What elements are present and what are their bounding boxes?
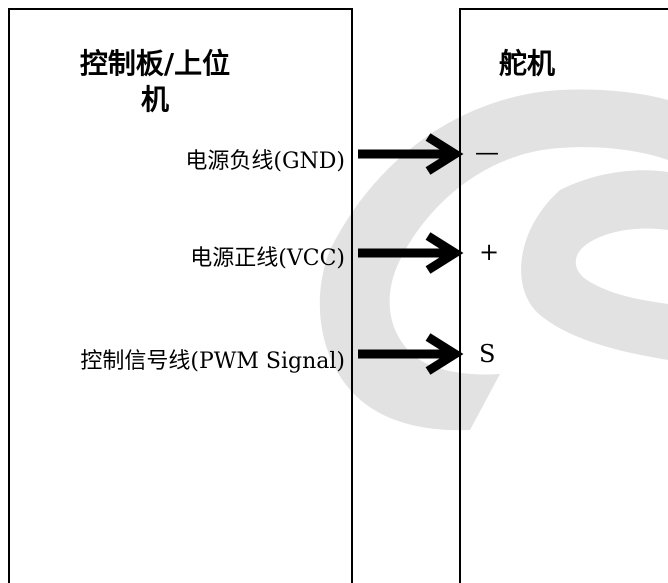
controller-title-line1: 控制板/上位 [79,47,231,80]
wire-label-vcc: 电源正线(VCC) [190,246,345,271]
controller-title: 控制板/上位 机 [10,46,300,118]
pin-label-signal: S [479,340,496,368]
servo-box: 舵机 — + S [459,8,668,583]
pin-label-positive: + [479,238,500,266]
arrow-vcc [358,232,464,274]
pin-label-negative: — [475,138,499,166]
wire-label-pwm: 控制信号线(PWM Signal) [80,349,345,374]
controller-title-line2: 机 [140,83,169,116]
arrow-gnd [358,133,464,175]
arrow-pwm [358,333,464,375]
wire-label-gnd: 电源负线(GND) [185,149,345,174]
servo-title: 舵机 [499,47,556,80]
controller-box: 控制板/上位 机 电源负线(GND) 电源正线(VCC) 控制信号线(PWM S… [8,8,353,583]
